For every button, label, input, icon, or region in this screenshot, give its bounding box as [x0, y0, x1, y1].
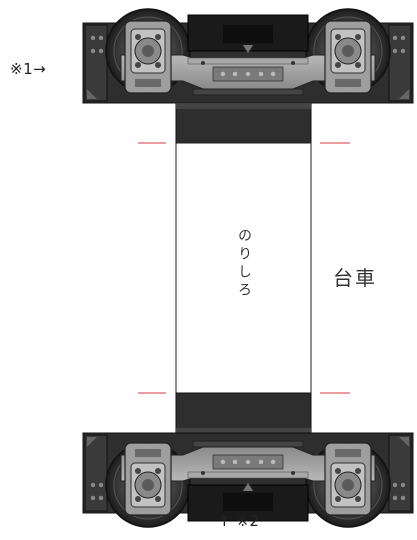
- glue-tab-area: [175, 142, 312, 394]
- cut-marks: [138, 142, 350, 394]
- top-bogie: [82, 8, 414, 104]
- top-mount-block: [175, 102, 312, 144]
- note-2-marker: ↑ ※2: [218, 512, 260, 530]
- bogie-label: 台車: [333, 266, 377, 290]
- glue-tab-label: のりしろ: [236, 228, 252, 300]
- note-1-marker: ※1→: [10, 60, 47, 78]
